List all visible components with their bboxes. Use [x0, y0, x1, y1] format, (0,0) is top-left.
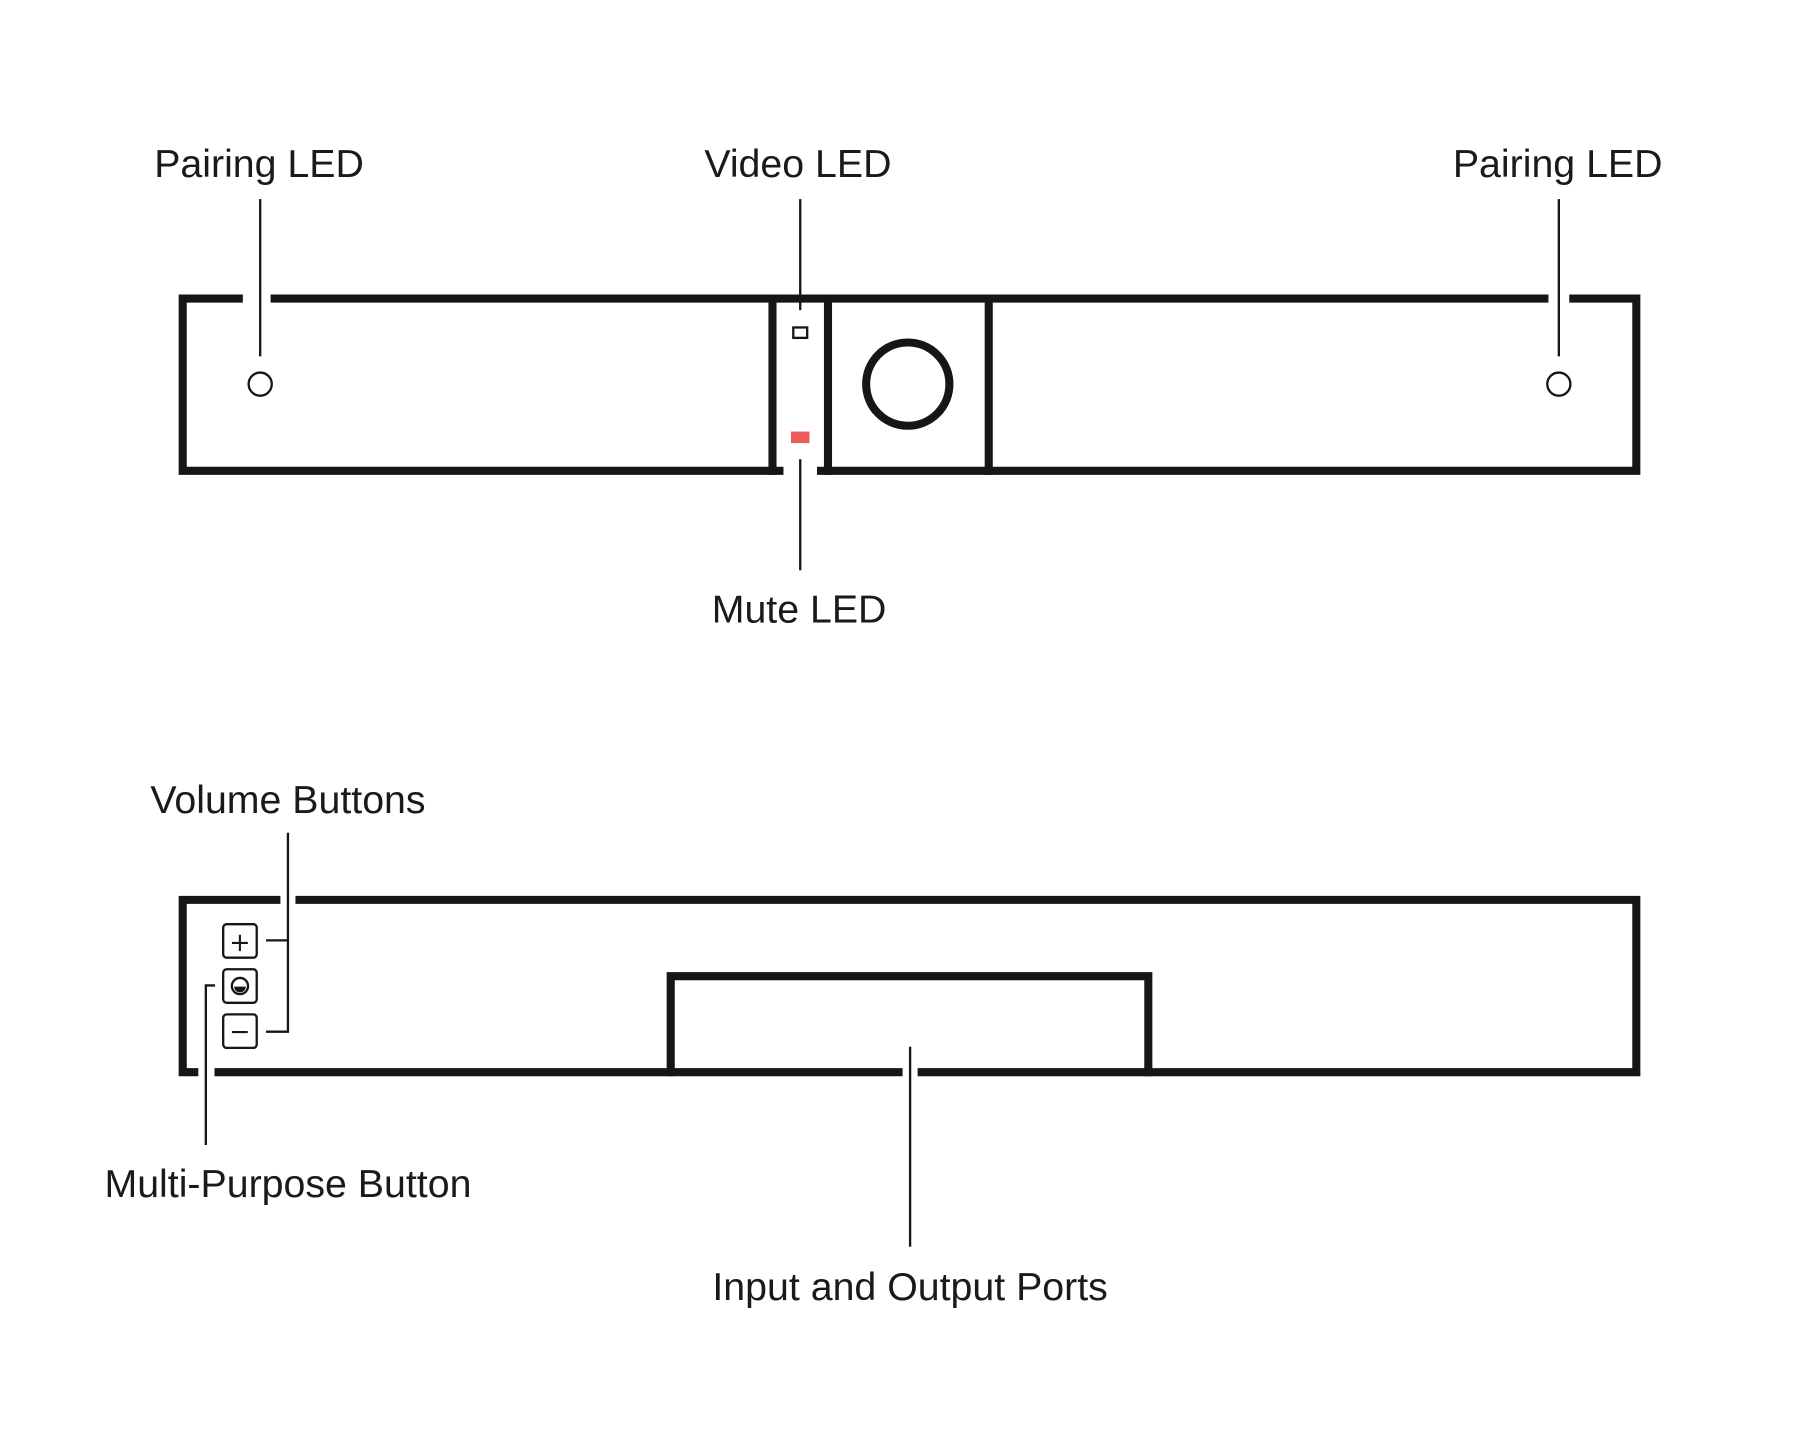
label-pairing-led-left: Pairing LED [154, 142, 364, 186]
label-multi-purpose-button: Multi-Purpose Button [104, 1162, 471, 1206]
video-led [792, 326, 809, 340]
front-bar-outline [178, 294, 1641, 475]
label-ports: Input and Output Ports [712, 1265, 1107, 1309]
multi-purpose-icon [230, 976, 250, 996]
front-view: Pairing LED Video LED Pairing LED Mute L… [154, 142, 1662, 631]
back-view: Volume Buttons Multi-Purpose Button Inpu… [104, 778, 1641, 1309]
label-volume-buttons: Volume Buttons [150, 778, 425, 822]
pairing-led-left [247, 371, 273, 397]
ports-recess [666, 972, 1153, 1077]
camera-lens-icon [862, 338, 954, 430]
label-pairing-led-right: Pairing LED [1453, 142, 1663, 186]
label-video-led: Video LED [704, 142, 891, 186]
volume-up-button[interactable] [222, 923, 258, 959]
label-mute-led: Mute LED [712, 587, 887, 631]
pairing-led-right [1546, 371, 1572, 397]
plus-icon: + [229, 927, 250, 957]
multi-purpose-button[interactable] [222, 968, 258, 1004]
volume-down-button[interactable] [222, 1013, 258, 1050]
leader-multi-purpose [204, 984, 216, 1146]
mute-led [790, 431, 810, 444]
back-bar-outline [178, 895, 1641, 1077]
minus-icon: − [229, 1016, 250, 1046]
leader-volume-buttons [265, 832, 290, 1033]
